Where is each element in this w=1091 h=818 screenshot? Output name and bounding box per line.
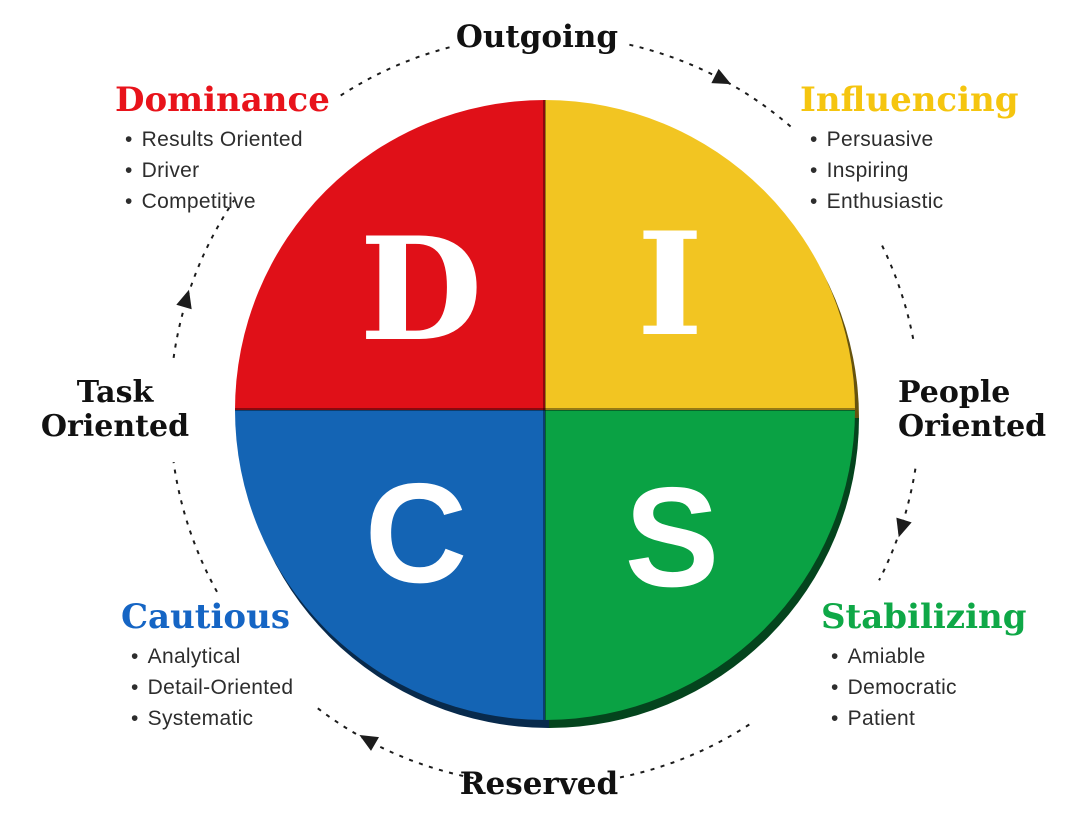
influencing-trait-list: • Persuasive • Inspiring • Enthusiastic: [800, 124, 1019, 217]
axis-right-line1: People: [898, 375, 1011, 410]
arc-people-stabilizing: [878, 468, 917, 581]
trait-item: • Driver: [125, 155, 330, 186]
trait-item: • Enthusiastic: [810, 186, 1019, 217]
influencing-title: Influencing: [800, 80, 1019, 120]
bullet-dot: •: [810, 128, 818, 152]
trait-label: Inspiring: [826, 159, 909, 183]
letter-s: S: [624, 458, 720, 617]
quadrant-divider-horizontal: [235, 408, 855, 411]
axis-label-people-oriented: People Oriented: [898, 376, 1078, 444]
dominance-trait-list: • Results Oriented • Driver • Competitive: [115, 124, 330, 217]
trait-label: Analytical: [147, 645, 241, 669]
trait-item: • Results Oriented: [125, 124, 330, 155]
axis-label-reserved: Reserved: [459, 766, 619, 802]
arc-cautious-task: [172, 461, 218, 593]
trait-label: Persuasive: [826, 128, 934, 152]
bullet-dot: •: [831, 707, 839, 731]
axis-left-line1: Task: [76, 375, 154, 410]
dominance-title: Dominance: [115, 80, 330, 120]
bullet-dot: •: [831, 645, 839, 669]
bullet-dot: •: [131, 676, 139, 700]
trait-item: • Detail-Oriented: [131, 672, 293, 703]
axis-label-outgoing: Outgoing: [455, 19, 619, 55]
trait-label: Detail-Oriented: [147, 676, 294, 700]
stabilizing-trait-list: • Amiable • Democratic • Patient: [821, 641, 1027, 734]
bullet-dot: •: [131, 645, 139, 669]
bullet-dot: •: [125, 128, 133, 152]
trait-label: Enthusiastic: [826, 190, 944, 214]
clockwise-arrow-icon: [359, 735, 379, 751]
disc-pie: D I C S: [235, 100, 855, 720]
bullet-dot: •: [831, 676, 839, 700]
trait-item: • Patient: [831, 703, 1027, 734]
trait-item: • Competitive: [125, 186, 330, 217]
bullet-dot: •: [810, 190, 818, 214]
bullet-dot: •: [810, 159, 818, 183]
quadrant-divider-vertical: [543, 100, 546, 720]
trait-label: Democratic: [847, 676, 957, 700]
bullet-dot: •: [131, 707, 139, 731]
axis-label-task-oriented: Task Oriented: [35, 376, 195, 444]
bullet-dot: •: [125, 159, 133, 183]
cautious-title: Cautious: [121, 597, 290, 637]
cautious-block: Cautious • Analytical • Detail-Oriented • S…: [121, 597, 293, 734]
trait-item: • Amiable: [831, 641, 1027, 672]
trait-label: Competitive: [141, 190, 256, 214]
trait-item: • Persuasive: [810, 124, 1019, 155]
trait-item: • Inspiring: [810, 155, 1019, 186]
axis-right-line2: Oriented: [898, 409, 1047, 444]
stabilizing-block: Stabilizing • Amiable • Democratic • Patien…: [821, 597, 1027, 734]
axis-left-line2: Oriented: [40, 409, 190, 444]
trait-item: • Analytical: [131, 641, 293, 672]
letter-i: I: [636, 202, 704, 368]
letter-d: D: [359, 207, 483, 373]
cautious-trait-list: • Analytical • Detail-Oriented • Systematic: [121, 641, 293, 734]
influencing-block: Influencing • Persuasive • Inspiring • Enth…: [800, 80, 1019, 217]
clockwise-arrow-icon: [896, 517, 912, 538]
trait-label: Results Oriented: [141, 128, 303, 152]
stabilizing-title: Stabilizing: [821, 597, 1027, 637]
bullet-dot: •: [125, 190, 133, 214]
arc-outgoing-influencing: [629, 43, 792, 128]
trait-label: Systematic: [147, 707, 254, 731]
trait-label: Driver: [141, 159, 200, 183]
arc-influencing-people: [881, 245, 916, 346]
trait-label: Patient: [847, 707, 916, 731]
arc-task-dominance: [172, 199, 235, 359]
trait-item: • Systematic: [131, 703, 293, 734]
letter-c: C: [364, 454, 468, 613]
clockwise-arrow-icon: [711, 68, 732, 85]
trait-item: • Democratic: [831, 672, 1027, 703]
trait-label: Amiable: [847, 645, 926, 669]
dominance-block: Dominance • Results Oriented • Driver • Com…: [115, 80, 330, 217]
clockwise-arrow-icon: [176, 289, 192, 310]
